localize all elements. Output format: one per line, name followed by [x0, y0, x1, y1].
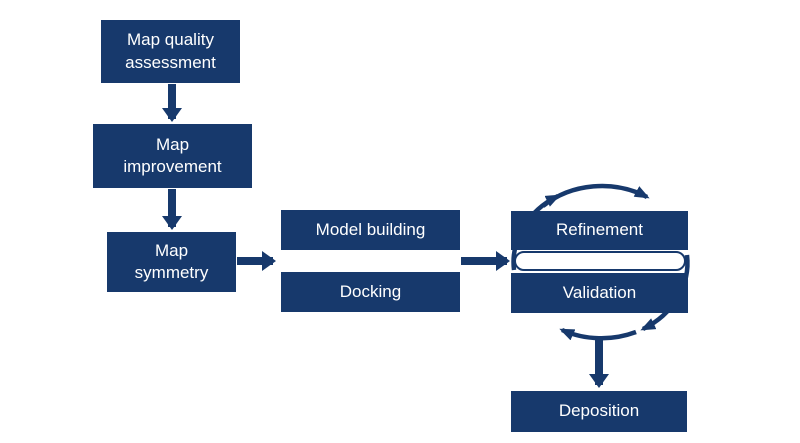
- cycle-arc-bottom-left-icon: [559, 327, 637, 341]
- node-map-quality-assessment: Map quality assessment: [101, 20, 240, 83]
- cycle-arc-top-right-icon: [541, 183, 650, 208]
- node-refinement: Refinement: [511, 211, 688, 250]
- node-map-improvement: Map improvement: [93, 124, 252, 188]
- node-model-building: Model building: [281, 210, 460, 250]
- node-validation: Validation: [511, 273, 688, 313]
- refinement-validation-connector: [514, 251, 686, 271]
- node-map-symmetry: Map symmetry: [107, 232, 236, 292]
- node-docking: Docking: [281, 272, 460, 312]
- node-deposition: Deposition: [511, 391, 687, 432]
